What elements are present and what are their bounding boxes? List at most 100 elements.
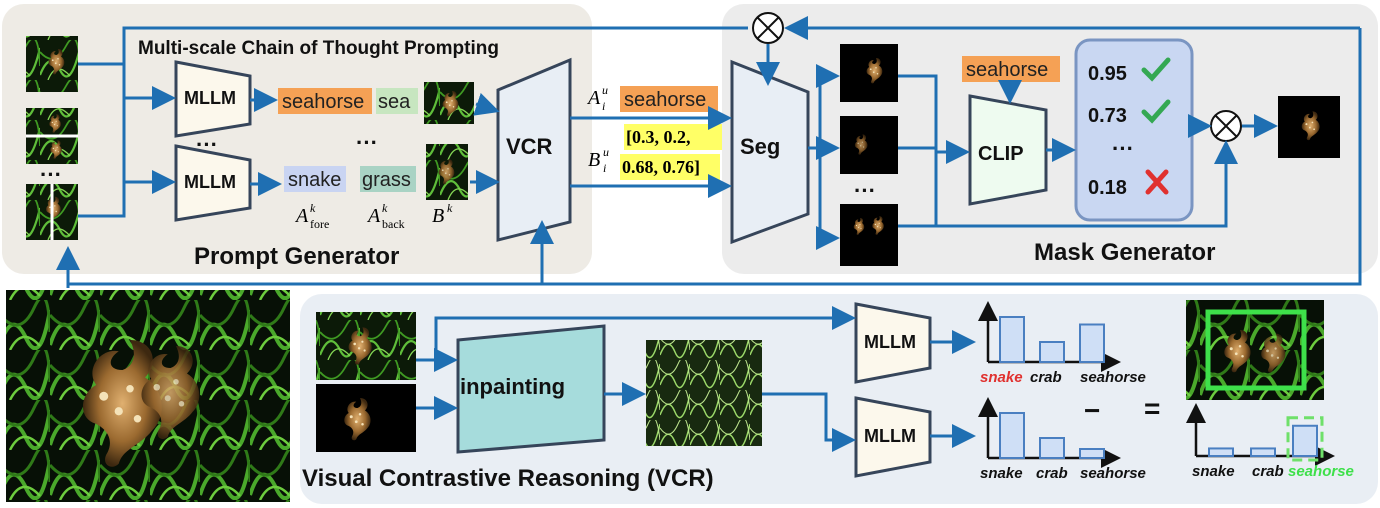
chart-tick-label: seahorse: [1288, 463, 1354, 480]
vcr-input-image: [316, 312, 416, 380]
output-class-bg: [620, 86, 718, 112]
check-icon: [1141, 57, 1171, 82]
scale-ellipsis: ···: [40, 162, 62, 187]
svg-text:MLLM: MLLM: [864, 426, 916, 446]
equals-sign: =: [1144, 393, 1160, 424]
scale-image-quarter: [26, 184, 78, 240]
chart-bar: [1039, 437, 1065, 459]
multiply-icon: [752, 12, 784, 44]
check-icon: [1141, 99, 1171, 124]
tag-grass-bg: [360, 166, 416, 192]
svg-text:u: u: [603, 145, 609, 159]
svg-text:u: u: [602, 83, 608, 97]
tag-ellipsis: ···: [356, 130, 378, 155]
tag-sea-bg: [376, 88, 418, 114]
inpainted-image: [646, 340, 762, 446]
chart-tick-label: crab: [1036, 465, 1068, 482]
cross-icon: [1145, 169, 1169, 195]
clip-label: CLIP: [978, 143, 1024, 165]
tag-grass: grass: [362, 169, 411, 191]
mllm-label: MLLM: [184, 172, 236, 192]
chart-bar: [1079, 448, 1105, 459]
clip-prompt: seahorse: [966, 59, 1048, 81]
tag-snake-bg: [284, 166, 346, 192]
multiply-icon: [1210, 110, 1242, 142]
result-image: [1186, 300, 1324, 400]
tag-seahorse-bg: [278, 88, 372, 114]
svg-text:k: k: [310, 201, 316, 215]
svg-text:A: A: [586, 87, 601, 109]
label-b-k: B k: [432, 201, 453, 227]
mask-ellipsis: ···: [854, 178, 876, 203]
score-1: 0.95: [1088, 63, 1127, 85]
scale-image-half: [26, 108, 78, 164]
label-b-i-u: B u i: [588, 145, 609, 175]
bbox-crop-bottom: [426, 144, 468, 200]
final-mask: [1278, 96, 1340, 158]
vcr-label: VCR: [506, 134, 553, 159]
mllm-block-top: MLLM: [174, 60, 252, 138]
prompt-generator-panel: [2, 4, 592, 274]
vcr-title: Visual Contrastive Reasoning (VCR): [302, 465, 714, 492]
detection-box: [1205, 309, 1307, 391]
vcr-flow-arrows: [416, 306, 976, 452]
vcr-input-mask: [316, 384, 416, 452]
svg-text:A: A: [366, 205, 381, 227]
tag-snake: snake: [288, 169, 341, 191]
chart-bar: [1250, 447, 1276, 458]
chart-tick-label: snake: [980, 465, 1023, 482]
mask-generator-title: Mask Generator: [1034, 239, 1215, 266]
mask-candidate-1: [840, 44, 898, 102]
label-a-fore: A k fore: [294, 201, 329, 231]
clip-prompt-bg: [962, 56, 1060, 82]
vcr-mllm-top: MLLM: [854, 302, 932, 384]
chart-bar: [999, 412, 1025, 459]
inpainting-label: inpainting: [460, 374, 565, 399]
chart-tick-label: crab: [1252, 463, 1284, 480]
mask-candidate-3: [840, 204, 898, 266]
score-2: 0.73: [1088, 105, 1127, 127]
clip-block: CLIP: [968, 94, 1048, 206]
score-ellipsis: ···: [1112, 136, 1134, 161]
chart-bar: [1039, 341, 1065, 363]
tag-seahorse: seahorse: [282, 91, 364, 113]
minus-sign: −: [1084, 395, 1100, 426]
chart-bar: [1292, 424, 1318, 458]
chart-tick-label: seahorse: [1080, 369, 1146, 386]
input-image-large: [6, 290, 290, 502]
seg-label: Seg: [740, 134, 780, 159]
label-a-back: A k back: [366, 201, 405, 231]
vcr-block: VCR: [496, 57, 572, 242]
output-class: seahorse: [624, 89, 706, 111]
chart-tick-label: crab: [1030, 369, 1062, 386]
svg-text:i: i: [602, 99, 605, 113]
bbox-value-line1: [0.3, 0.2,: [626, 127, 691, 147]
vcr-mllm-bottom: MLLM: [854, 396, 932, 478]
bbox-value-line2: 0.68, 0.76]: [622, 157, 700, 177]
svg-text:k: k: [382, 201, 388, 215]
score-3: 0.18: [1088, 177, 1127, 199]
bbox-value-bg-2: [620, 154, 720, 180]
mask-candidate-2: [840, 116, 898, 174]
scale-image-full: [26, 36, 78, 92]
label-a-i-u: A u i: [586, 83, 608, 113]
svg-text:A: A: [294, 205, 309, 227]
chart-tick-label: snake: [1192, 463, 1235, 480]
tag-sea: sea: [378, 91, 411, 113]
bbox-crop-top: [424, 82, 474, 124]
inpainting-block: inpainting: [456, 324, 606, 454]
mllm-block-bottom: MLLM: [174, 144, 252, 222]
prompt-generator-title: Prompt Generator: [194, 243, 399, 270]
chart-highlight: [1286, 416, 1324, 462]
svg-text:k: k: [447, 201, 453, 215]
chart-bar: [1208, 447, 1234, 458]
svg-text:B: B: [432, 205, 444, 227]
chart-bar: [999, 316, 1025, 363]
chain-of-thought-title: Multi-scale Chain of Thought Prompting: [138, 38, 499, 59]
svg-text:fore: fore: [310, 217, 329, 231]
mllm-label: MLLM: [184, 88, 236, 108]
